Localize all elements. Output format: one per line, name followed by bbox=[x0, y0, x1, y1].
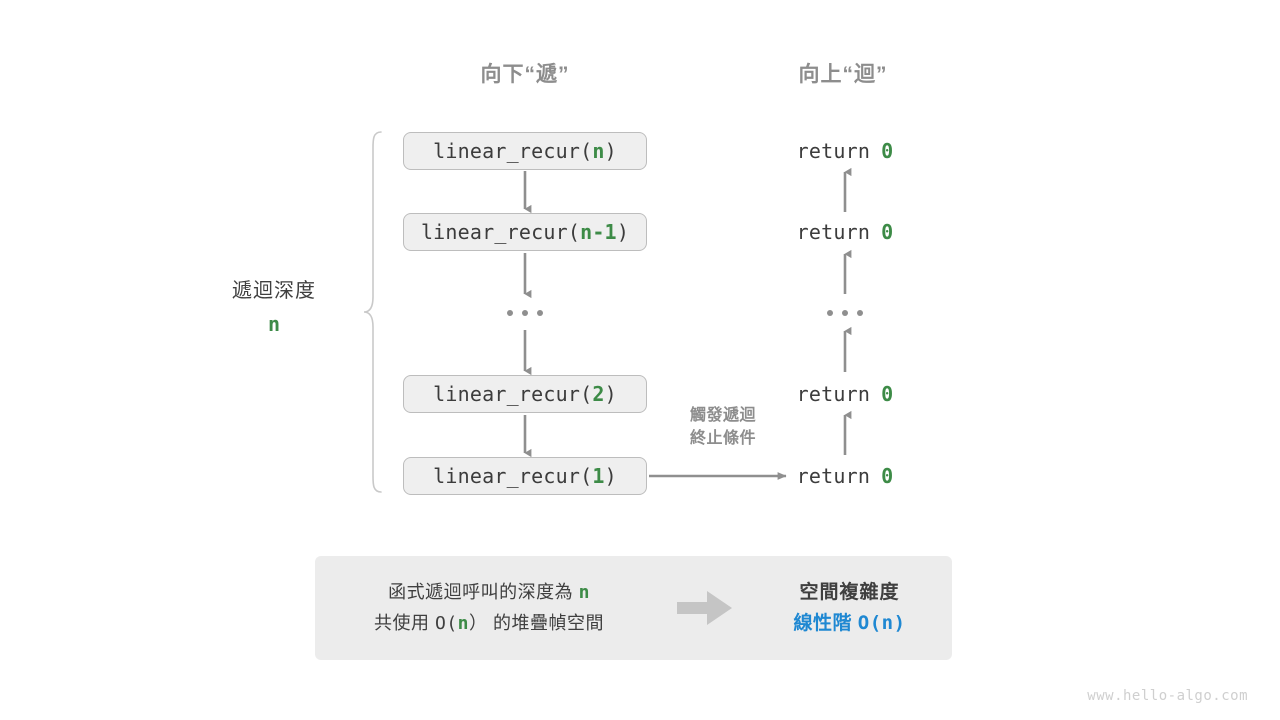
call-box-suffix: ) bbox=[604, 139, 617, 163]
summary-line-2-notation: O( bbox=[434, 613, 458, 634]
return-value: 0 bbox=[881, 220, 894, 244]
summary-panel: 函式遞迴呼叫的深度為 n 共使用 O(n） 的堆疊幀空間 空間複雜度 線性階 O… bbox=[315, 556, 952, 660]
summary-conclusion-title: 空間複雜度 bbox=[799, 581, 900, 603]
return-keyword: return bbox=[796, 220, 871, 244]
depth-brace bbox=[361, 130, 383, 494]
call-box-suffix: ) bbox=[604, 464, 617, 488]
termination-note-line2: 終止條件 bbox=[689, 430, 756, 447]
summary-line-2: 共使用 O(n） 的堆疊幀空間 bbox=[315, 608, 663, 639]
ellipsis-descend bbox=[403, 303, 647, 323]
call-box-suffix: ) bbox=[616, 220, 630, 244]
call-box: linear_recur(n) bbox=[403, 132, 647, 170]
ellipsis-ascend bbox=[723, 303, 967, 323]
recursion-depth-title: 遞迴深度 bbox=[232, 280, 316, 302]
recursion-depth-label: 遞迴深度 n bbox=[178, 278, 370, 335]
summary-line-2-var: n bbox=[457, 613, 470, 634]
return-label: return 0 bbox=[723, 213, 967, 251]
column-header-ascend: 向上“迴” bbox=[798, 63, 888, 86]
call-box-arg: 1 bbox=[592, 464, 605, 488]
return-value: 0 bbox=[881, 464, 894, 488]
call-box: linear_recur(n-1) bbox=[403, 213, 647, 251]
return-label: return 0 bbox=[723, 132, 967, 170]
ellipsis-dot bbox=[507, 310, 513, 316]
return-keyword: return bbox=[796, 464, 871, 488]
call-box-prefix: linear_recur( bbox=[420, 220, 581, 244]
recursion-depth-value: n bbox=[267, 312, 281, 336]
summary-line-2-tail: ） 的堆疊幀空間 bbox=[469, 613, 605, 633]
summary-line-1-text: 函式遞迴呼叫的深度為 bbox=[388, 582, 579, 602]
call-box: linear_recur(2) bbox=[403, 375, 647, 413]
call-box-prefix: linear_recur( bbox=[433, 464, 593, 488]
call-box-prefix: linear_recur( bbox=[433, 139, 593, 163]
summary-conclusion: 空間複雜度 線性階 O(n) bbox=[747, 578, 952, 639]
call-box-arg: n-1 bbox=[580, 220, 617, 244]
termination-note-line1: 觸發遞迴 bbox=[689, 407, 756, 424]
call-box-arg: n bbox=[592, 139, 605, 163]
summary-arrow bbox=[663, 591, 747, 625]
summary-line-1: 函式遞迴呼叫的深度為 n bbox=[315, 577, 663, 608]
return-label: return 0 bbox=[723, 457, 967, 495]
termination-note: 觸發遞迴 終止條件 bbox=[648, 404, 798, 450]
summary-description: 函式遞迴呼叫的深度為 n 共使用 O(n） 的堆疊幀空間 bbox=[315, 577, 663, 639]
ellipsis-dot bbox=[522, 310, 528, 316]
ellipsis-dot bbox=[827, 310, 833, 316]
summary-line-2-text: 共使用 bbox=[373, 613, 435, 633]
ellipsis-dot bbox=[537, 310, 543, 316]
summary-conclusion-value: 線性階 O(n) bbox=[747, 608, 952, 639]
summary-complexity-notation: O(n) bbox=[857, 611, 906, 634]
watermark: www.hello-algo.com bbox=[1087, 688, 1248, 704]
return-label: return 0 bbox=[723, 375, 967, 413]
summary-complexity-class: 線性階 bbox=[793, 612, 858, 634]
ellipsis-dot bbox=[842, 310, 848, 316]
return-value: 0 bbox=[881, 382, 894, 406]
right-arrow-icon bbox=[677, 591, 732, 625]
summary-line-1-var: n bbox=[578, 582, 590, 603]
ellipsis-dot bbox=[857, 310, 863, 316]
call-box-arg: 2 bbox=[592, 382, 605, 406]
return-keyword: return bbox=[796, 382, 871, 406]
return-value: 0 bbox=[881, 139, 894, 163]
return-keyword: return bbox=[796, 139, 871, 163]
call-box-prefix: linear_recur( bbox=[433, 382, 593, 406]
call-box-suffix: ) bbox=[604, 382, 617, 406]
column-header-descend: 向下“遞” bbox=[480, 63, 570, 86]
call-box: linear_recur(1) bbox=[403, 457, 647, 495]
